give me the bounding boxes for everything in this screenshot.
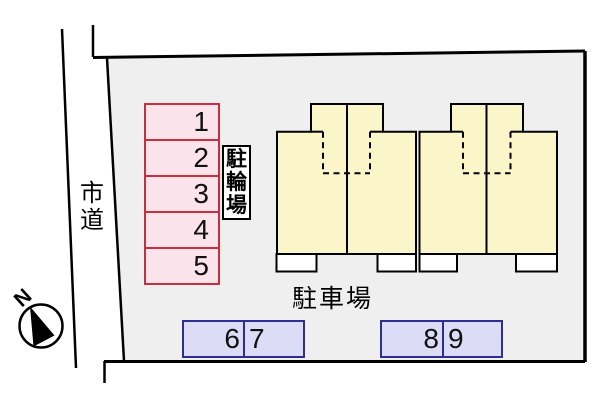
bike-parking-label: 駐 輪 場 (222, 145, 251, 220)
bike-label-char-2: 輪 (226, 171, 247, 194)
car-space-9: 9 (448, 323, 464, 354)
bike-space-1: 1 (146, 105, 218, 141)
road-left-line (60, 28, 78, 369)
road-label: 市 道 (78, 180, 106, 234)
porch-3 (418, 253, 458, 273)
bike-space-4: 4 (146, 213, 218, 249)
building-left-entry-dashed (322, 131, 371, 175)
porch-4 (515, 253, 558, 273)
road-label-char-2: 道 (80, 207, 104, 234)
plot-top-edge (92, 49, 586, 59)
car-space-6: 6 (184, 322, 245, 356)
car-parking-label: 駐車場 (292, 285, 374, 313)
compass-icon: N (10, 284, 64, 349)
plot-left-edge (105, 57, 126, 362)
compass-needle (30, 306, 55, 347)
bike-parking-spaces: 1 2 3 4 5 (144, 103, 220, 285)
car-space-pair-89: 8 9 (380, 320, 503, 358)
bike-space-5: 5 (193, 250, 209, 281)
car-space-pair-67: 6 7 (182, 320, 305, 358)
porch-2 (376, 253, 417, 273)
car-space-8: 8 (382, 322, 444, 356)
car-space-7: 7 (249, 323, 265, 354)
bike-space-3: 3 (146, 177, 218, 213)
bike-label-char-1: 駐 (226, 148, 247, 171)
road-label-char-1: 市 (80, 180, 104, 207)
building-right-entry-dashed (462, 131, 512, 175)
bike-space-2: 2 (146, 141, 218, 177)
porch-1 (275, 253, 318, 273)
bike-label-char-3: 場 (226, 194, 247, 217)
